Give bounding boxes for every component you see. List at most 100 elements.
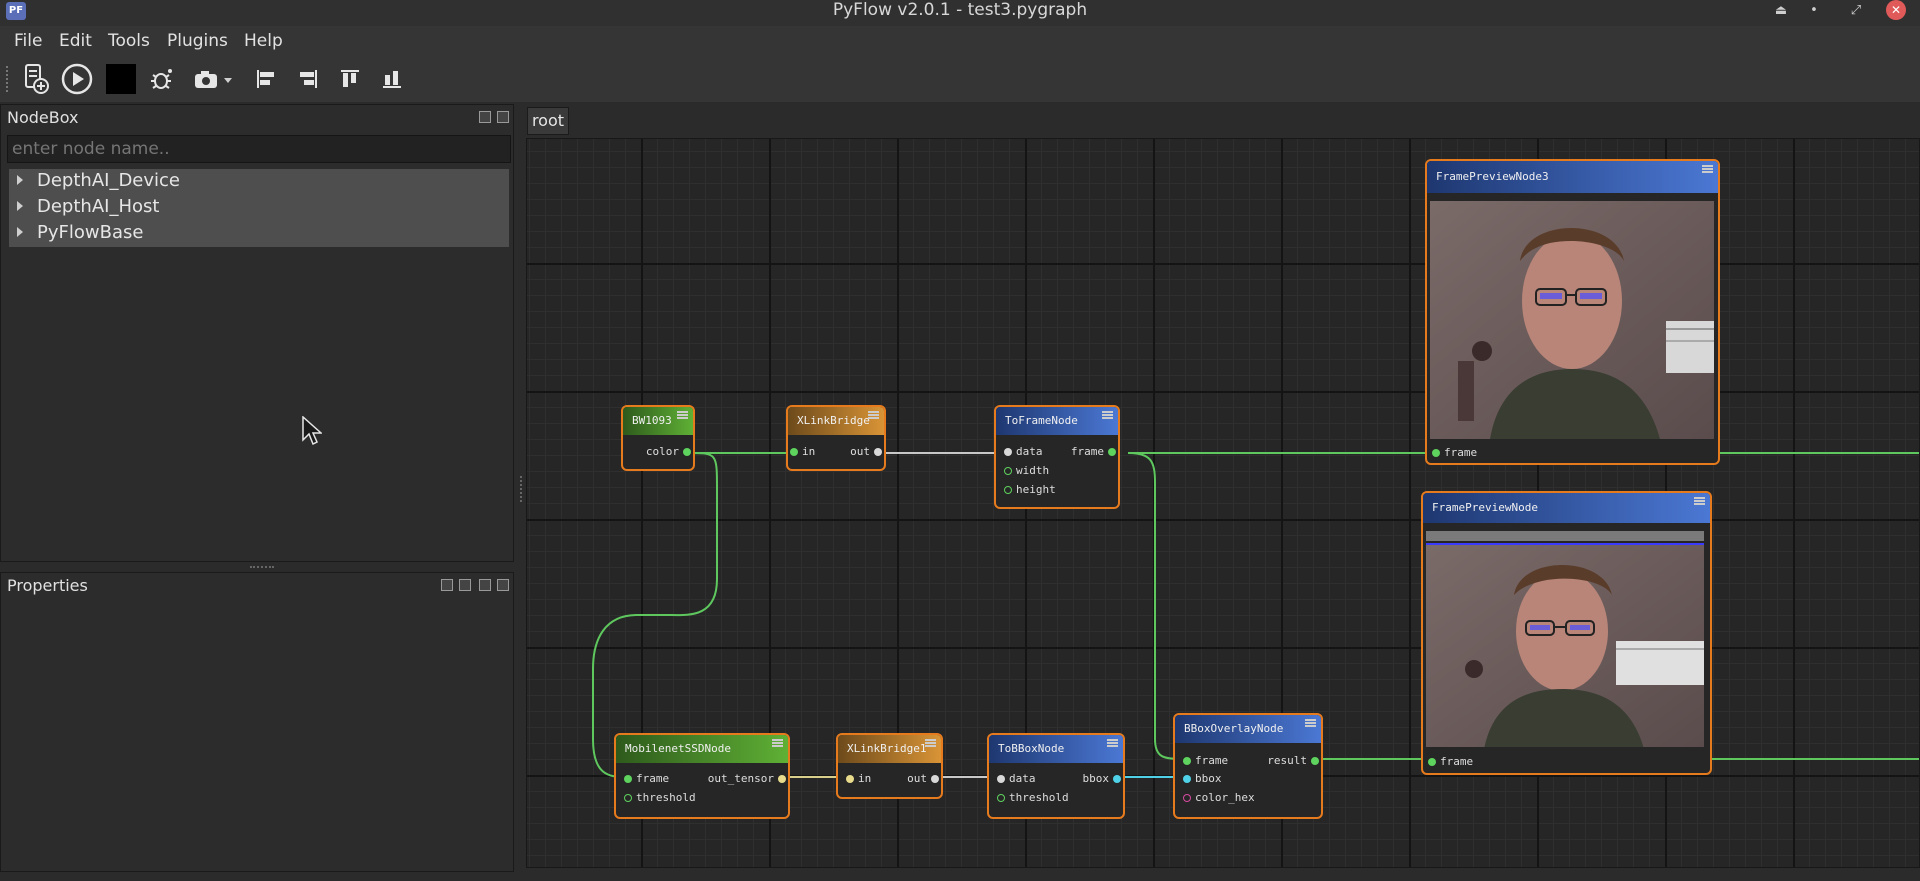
tree-item-depthai-host[interactable]: DepthAI_Host	[9, 195, 509, 221]
play-icon[interactable]	[60, 62, 94, 96]
node-menu-icon[interactable]	[868, 411, 879, 419]
node-menu-icon[interactable]	[1102, 411, 1113, 419]
dock-splitter-handle[interactable]	[250, 566, 274, 570]
node-menu-icon[interactable]	[1107, 739, 1118, 747]
pin-dot-icon	[997, 794, 1005, 802]
pin-color-hex[interactable]: color_hex	[1183, 791, 1255, 805]
node-framepreview[interactable]: FramePreviewNode	[1421, 491, 1712, 775]
node-xlinkbridge[interactable]: XLinkBridge in out	[786, 405, 886, 471]
node-toframenode[interactable]: ToFrameNode data width height frame	[994, 405, 1120, 509]
node-xlinkbridge1[interactable]: XLinkBridge1 in out	[836, 733, 943, 799]
properties-title: Properties	[7, 576, 88, 595]
node-menu-icon[interactable]	[1702, 165, 1713, 173]
node-menu-icon[interactable]	[677, 411, 688, 419]
pin-data[interactable]: data	[997, 772, 1036, 786]
graph-canvas[interactable]: BW1093 color XLinkBridge in out ToFrameN…	[526, 138, 1920, 868]
menu-plugins[interactable]: Plugins	[167, 31, 228, 51]
menu-file[interactable]: File	[14, 31, 43, 51]
pin-in[interactable]: in	[790, 445, 815, 459]
lock-dock-icon[interactable]	[459, 579, 471, 591]
node-title: BBoxOverlayNode	[1184, 722, 1284, 735]
title-bar: PF PyFlow v2.0.1 - test3.pygraph ⏏ • ⤢ ✕	[0, 0, 1920, 26]
pin-frame-in[interactable]: frame	[1432, 446, 1477, 460]
pin-bbox-out[interactable]: bbox	[1083, 772, 1121, 786]
node-title: XLinkBridge	[797, 414, 870, 427]
node-search-input[interactable]	[7, 135, 511, 163]
pin-frame-in[interactable]: frame	[624, 772, 669, 786]
pin-dot-icon	[1311, 757, 1319, 765]
pin-threshold[interactable]: threshold	[624, 791, 696, 805]
pin-dot-icon	[931, 775, 939, 783]
align-top-icon[interactable]	[338, 62, 362, 96]
menu-help[interactable]: Help	[244, 31, 283, 51]
close-icon[interactable]: ✕	[1886, 0, 1906, 20]
tree-item-depthai-device[interactable]: DepthAI_Device	[9, 169, 509, 195]
new-file-icon[interactable]	[20, 62, 52, 96]
pin-data[interactable]: data	[1004, 445, 1043, 459]
node-menu-icon[interactable]	[772, 739, 783, 747]
pin-dot-icon	[1183, 794, 1191, 802]
toolbar-grip[interactable]	[6, 66, 10, 92]
pin-height[interactable]: height	[1004, 483, 1056, 497]
close-dock-icon[interactable]	[497, 579, 509, 591]
float-dock-icon[interactable]	[479, 111, 491, 123]
align-right-icon[interactable]	[296, 62, 320, 96]
tab-root[interactable]: root	[527, 107, 569, 135]
preview-strip	[1426, 531, 1704, 541]
panel-splitter-handle[interactable]	[520, 476, 523, 502]
node-tobboxnode[interactable]: ToBBoxNode data threshold bbox	[987, 733, 1125, 819]
node-title: ToBBoxNode	[998, 742, 1065, 755]
pin-in[interactable]: in	[846, 772, 871, 786]
align-bottom-icon[interactable]	[380, 62, 404, 96]
pin-color-out[interactable]: color	[646, 445, 691, 459]
float-dock-icon[interactable]	[479, 579, 491, 591]
pin-dot-icon	[1108, 448, 1116, 456]
node-mobilenetssd[interactable]: MobilenetSSDNode frame threshold out_ten…	[614, 733, 790, 819]
expand-arrow-icon[interactable]	[17, 201, 23, 211]
expand-arrow-icon[interactable]	[17, 227, 23, 237]
stop-icon[interactable]	[106, 62, 136, 96]
edge-color-to-frame	[592, 452, 718, 778]
node-bboxoverlay[interactable]: BBoxOverlayNode frame bbox color_hex res…	[1173, 713, 1323, 819]
pin-dot-icon	[1183, 757, 1191, 765]
pin-frame-in[interactable]: frame	[1183, 754, 1228, 768]
pin-threshold[interactable]: threshold	[997, 791, 1069, 805]
node-title: XLinkBridge1	[847, 742, 927, 755]
node-menu-icon[interactable]	[1305, 719, 1316, 727]
pin-width[interactable]: width	[1004, 464, 1049, 478]
pin-dot-icon	[778, 775, 786, 783]
node-menu-icon[interactable]	[1694, 497, 1705, 505]
bug-icon[interactable]	[148, 62, 176, 96]
mouse-cursor-icon	[302, 416, 322, 446]
camera-preview-image	[1430, 201, 1714, 439]
pin-dot-icon	[874, 448, 882, 456]
pin-frame-in[interactable]: frame	[1428, 755, 1473, 769]
minimize-icon[interactable]: •	[1810, 3, 1818, 18]
pin-out[interactable]: out	[850, 445, 882, 459]
menu-edit[interactable]: Edit	[59, 31, 92, 51]
close-dock-icon[interactable]	[497, 111, 509, 123]
pin-frame-out[interactable]: frame	[1071, 445, 1116, 459]
tree-item-label: DepthAI_Device	[37, 170, 181, 191]
pin-out[interactable]: out	[907, 772, 939, 786]
pin-result-out[interactable]: result	[1267, 754, 1319, 768]
expand-arrow-icon[interactable]	[17, 175, 23, 185]
maximize-icon[interactable]: ⤢	[1850, 3, 1862, 18]
dock-option-icon[interactable]	[441, 579, 453, 591]
tree-item-pyflowbase[interactable]: PyFlowBase	[9, 221, 509, 247]
pin-dot-icon	[846, 775, 854, 783]
pin-bbox-in[interactable]: bbox	[1183, 772, 1222, 786]
node-bw1093[interactable]: BW1093 color	[621, 405, 695, 471]
node-framepreview3[interactable]: FramePreviewNode3	[1425, 159, 1720, 465]
nodebox-title: NodeBox	[7, 108, 79, 127]
screenshot-icon[interactable]	[192, 62, 236, 96]
align-left-icon[interactable]	[254, 62, 278, 96]
pin-dot-icon	[624, 775, 632, 783]
shade-window-icon[interactable]: ⏏	[1774, 3, 1788, 18]
node-menu-icon[interactable]	[925, 739, 936, 747]
pin-dot-icon	[1113, 775, 1121, 783]
menu-tools[interactable]: Tools	[108, 31, 150, 51]
pin-out-tensor[interactable]: out_tensor	[708, 772, 786, 786]
nodebox-panel: NodeBox DepthAI_Device DepthAI_Host PyFl…	[0, 104, 514, 562]
